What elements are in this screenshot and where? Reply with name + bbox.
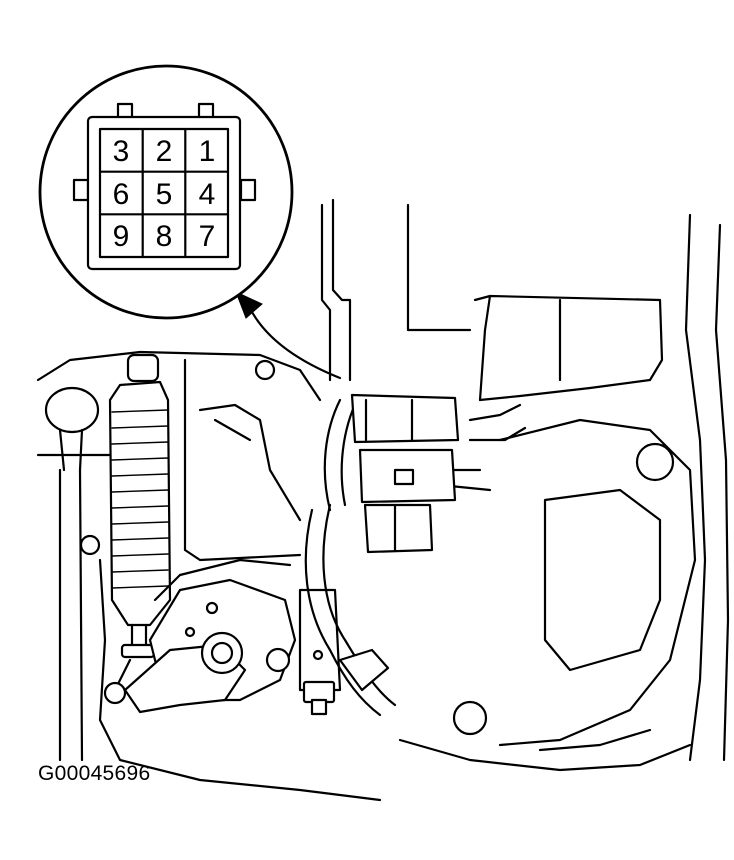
shift-cable-boot [103, 353, 172, 705]
pin-grid [98, 127, 230, 259]
transmission-housing [36, 198, 730, 802]
pin-2: 2 [156, 135, 173, 168]
pin-1: 1 [199, 135, 216, 168]
pin-9: 9 [113, 220, 130, 253]
harness-connector [350, 393, 460, 554]
pin-7: 7 [199, 220, 216, 253]
connector-inset: 3 2 1 6 5 4 9 8 7 [38, 64, 294, 320]
ball-joint [44, 386, 100, 472]
manual-shift-lever [123, 558, 297, 714]
figure-id: G00045696 [38, 762, 151, 785]
pin-4: 4 [199, 178, 216, 211]
pin-5: 5 [156, 178, 173, 211]
pin-6: 6 [113, 178, 130, 211]
pin-8: 8 [156, 220, 173, 253]
wiring-harness [304, 396, 527, 717]
pin-3: 3 [113, 135, 130, 168]
location-arrow [235, 291, 342, 380]
range-switch [298, 588, 342, 716]
